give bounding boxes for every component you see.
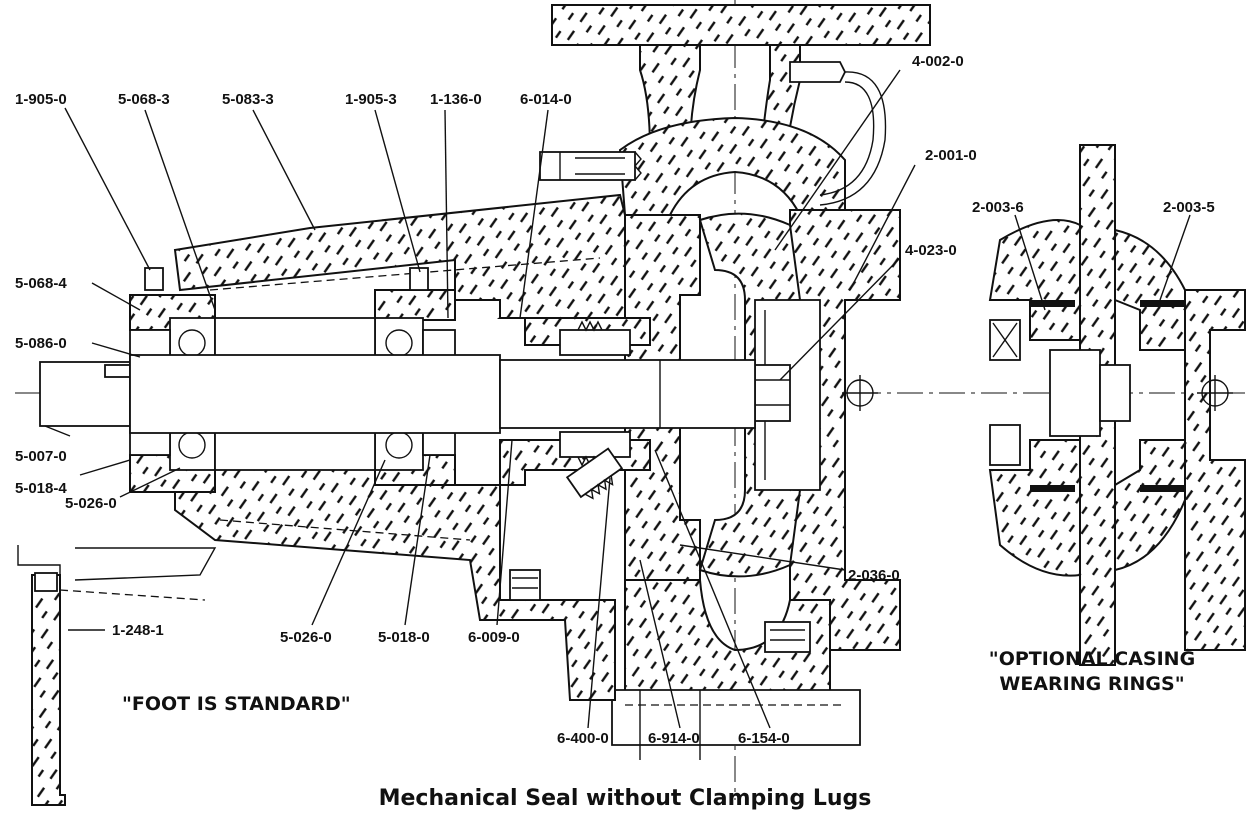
label-1-905-0: 1-905-0 bbox=[15, 91, 67, 108]
label-5-026-0-left: 5-026-0 bbox=[65, 495, 117, 512]
part-number-labels: 1-905-0 5-068-3 5-083-3 1-905-3 1-136-0 … bbox=[15, 53, 1215, 747]
label-2-003-6: 2-003-6 bbox=[972, 199, 1024, 216]
wearing-ring-detail bbox=[988, 144, 1246, 666]
label-2-003-5: 2-003-5 bbox=[1163, 199, 1215, 216]
label-1-905-3: 1-905-3 bbox=[345, 91, 397, 108]
optional-rings-note-line1: "OPTIONAL CASING bbox=[989, 648, 1195, 670]
label-5-083-3: 5-083-3 bbox=[222, 91, 274, 108]
label-5-018-4: 5-018-4 bbox=[15, 480, 67, 497]
foot-standard-note: "FOOT IS STANDARD" bbox=[122, 693, 351, 715]
label-4-023-0: 4-023-0 bbox=[905, 242, 957, 259]
frame-foot bbox=[17, 545, 217, 806]
label-2-036-0: 2-036-0 bbox=[848, 567, 900, 584]
figure-caption: Mechanical Seal without Clamping Lugs bbox=[379, 786, 872, 811]
label-5-068-4: 5-068-4 bbox=[15, 275, 67, 292]
label-6-014-0: 6-014-0 bbox=[520, 91, 572, 108]
label-6-400-0: 6-400-0 bbox=[557, 730, 609, 747]
label-1-248-1: 1-248-1 bbox=[112, 622, 164, 639]
optional-rings-note-line2: WEARING RINGS" bbox=[999, 673, 1184, 695]
label-6-154-0: 6-154-0 bbox=[738, 730, 790, 747]
leader-lines bbox=[44, 69, 1191, 729]
label-5-007-0: 5-007-0 bbox=[15, 448, 67, 465]
label-5-026-0: 5-026-0 bbox=[280, 629, 332, 646]
label-5-086-0: 5-086-0 bbox=[15, 335, 67, 352]
label-5-068-3: 5-068-3 bbox=[118, 91, 170, 108]
label-6-009-0: 6-009-0 bbox=[468, 629, 520, 646]
seal-chamber bbox=[496, 250, 651, 500]
pump-shaft bbox=[39, 354, 756, 434]
label-2-001-0: 2-001-0 bbox=[925, 147, 977, 164]
label-4-002-0: 4-002-0 bbox=[912, 53, 964, 70]
label-6-914-0: 6-914-0 bbox=[648, 730, 700, 747]
label-1-136-0: 1-136-0 bbox=[430, 91, 482, 108]
label-5-018-0: 5-018-0 bbox=[378, 629, 430, 646]
